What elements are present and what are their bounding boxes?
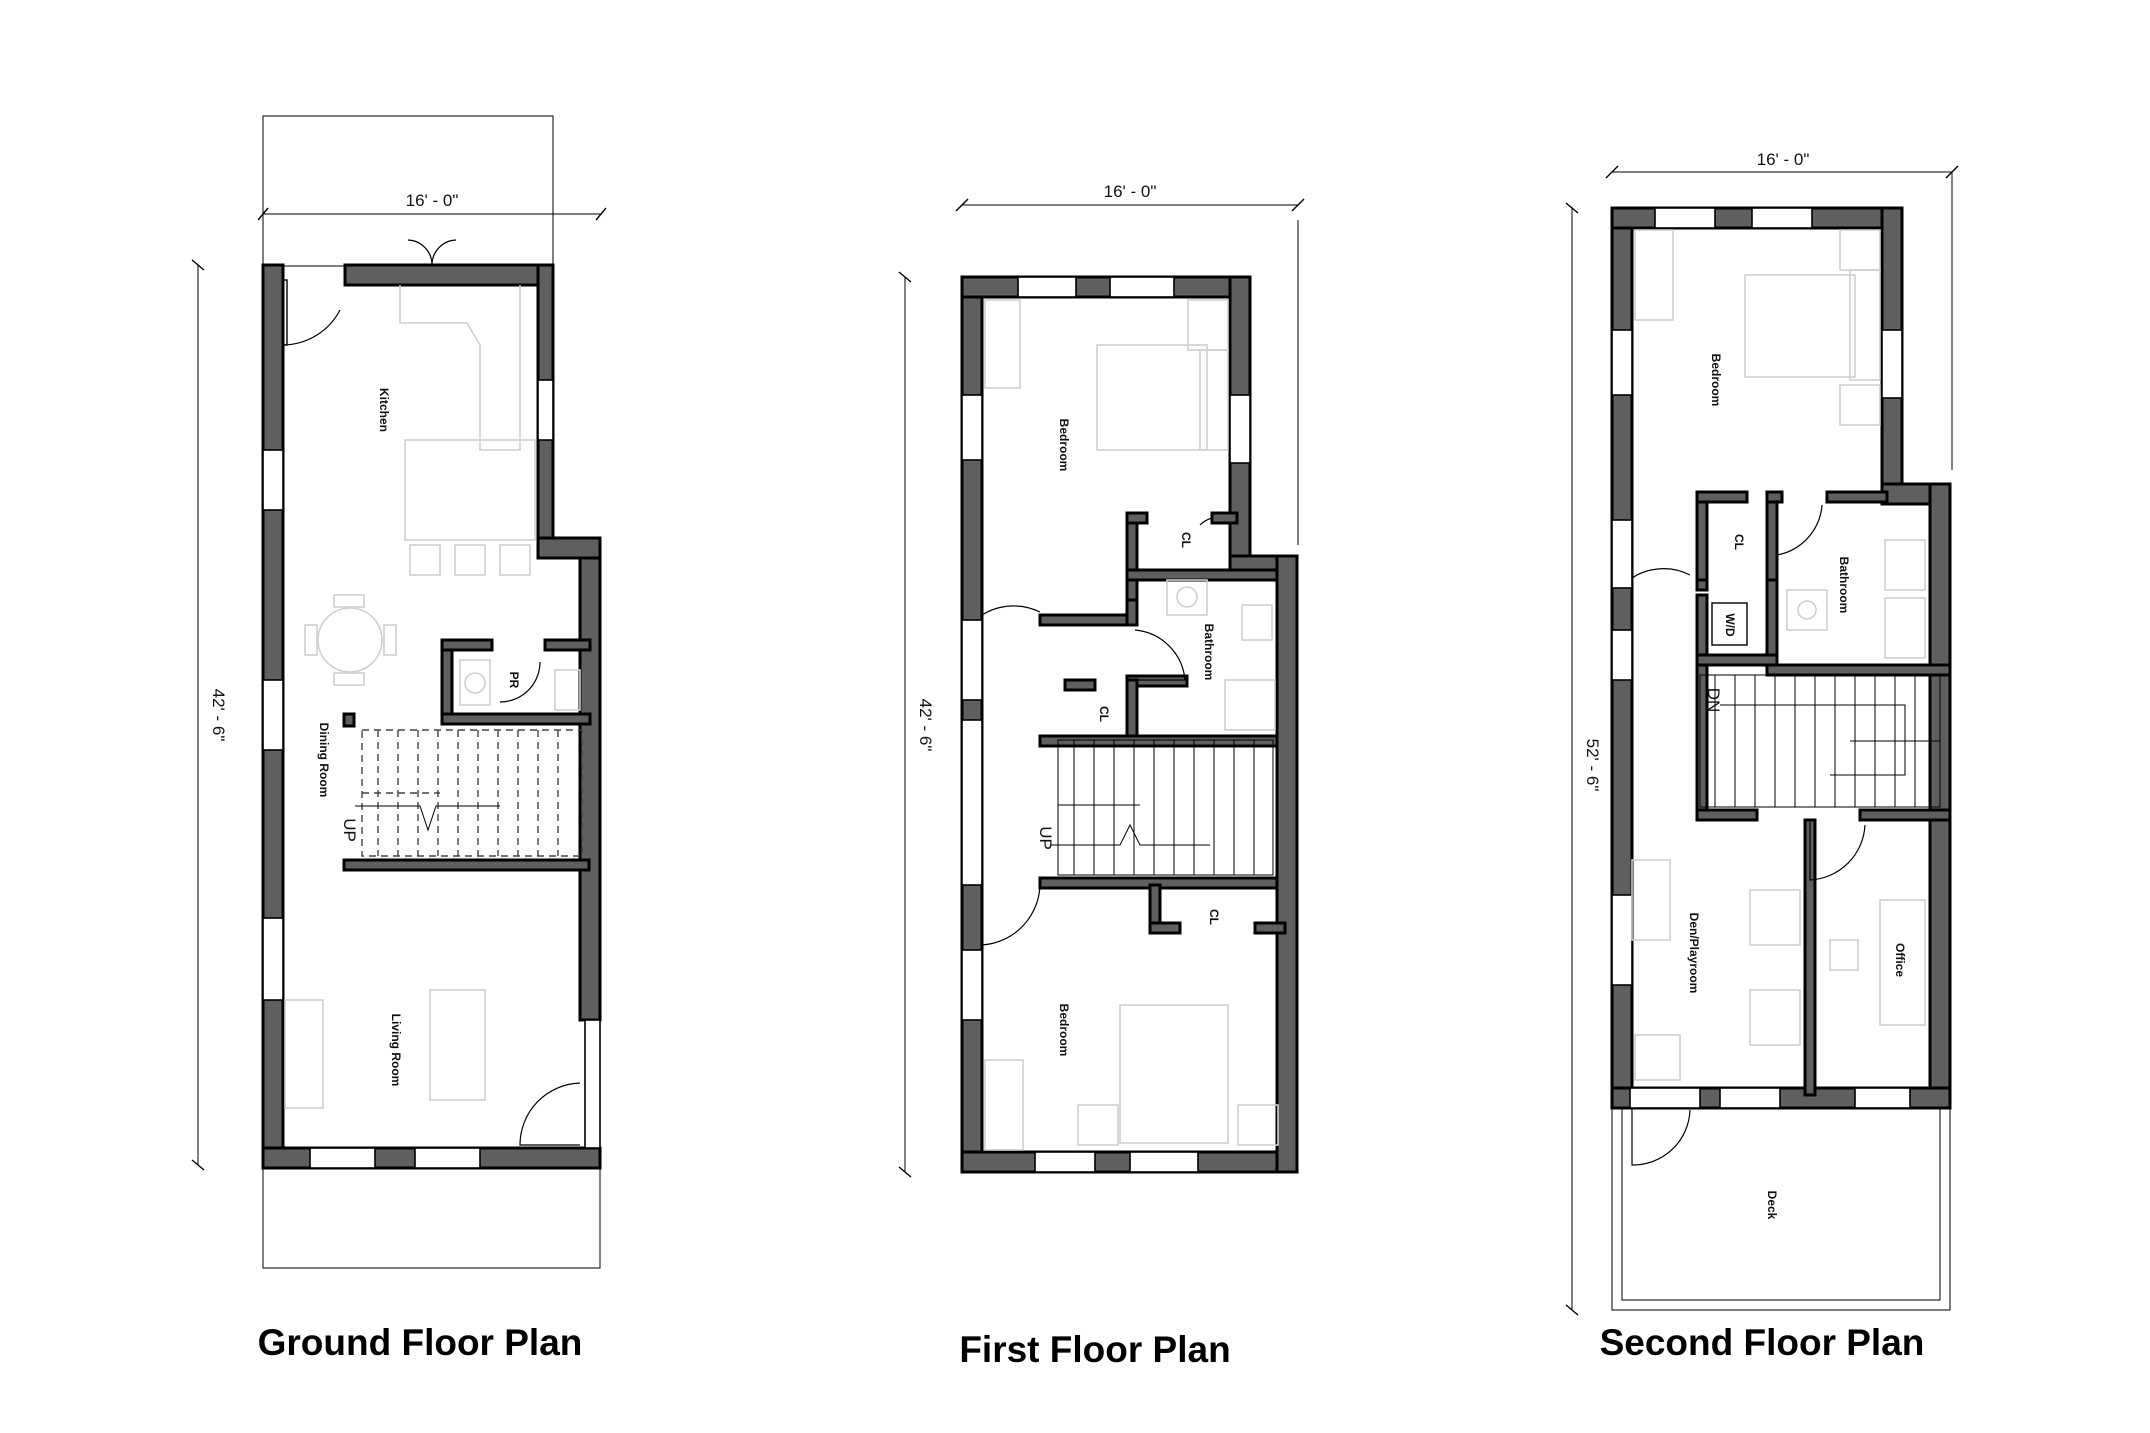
second-furniture <box>1631 229 1926 1081</box>
ground-dining-room-label: Dining Room <box>317 723 331 798</box>
first-cl-bottom-label: CL <box>1207 909 1221 925</box>
ground-front-porch-outline <box>262 1159 601 1269</box>
ground-furniture <box>284 285 581 1109</box>
ground-width-dimension: 16' - 0" <box>406 191 459 210</box>
second-interior-walls <box>1695 490 1952 1097</box>
first-bedroom-top-label: Bedroom <box>1057 419 1071 472</box>
first-stair-up-label: UP <box>1036 826 1055 850</box>
ground-interior-walls <box>342 638 592 872</box>
ground-height-dimension: 42' - 6" <box>209 689 228 742</box>
second-windows <box>1611 207 1911 1109</box>
second-bathroom-label: Bathroom <box>1837 557 1851 614</box>
first-bedroom-bottom-label: Bedroom <box>1057 1004 1071 1057</box>
second-wd-label: W/D <box>1723 613 1737 637</box>
second-height-dimension: 52' - 6" <box>1583 739 1602 792</box>
ground-floor-title: Ground Floor Plan <box>258 1322 583 1363</box>
first-width-dimension: 16' - 0" <box>1104 182 1157 201</box>
first-dimensions: 16' - 0" 42' - 6" <box>898 182 1305 1178</box>
second-floor-plan: 16' - 0" 52' - 6" Bedroom CL Bathroom W/… <box>1565 150 1959 1363</box>
ground-dimensions: 16' - 0" 42' - 6" <box>191 191 607 1171</box>
ground-kitchen-label: Kitchen <box>377 388 391 432</box>
first-bathroom-label: Bathroom <box>1202 624 1216 681</box>
ground-floor-plan: 16' - 0" 42' - 6" Kitchen PR Dining Room… <box>191 115 607 1363</box>
second-width-dimension: 16' - 0" <box>1757 150 1810 169</box>
first-height-dimension: 42' - 6" <box>916 699 935 752</box>
first-floor-plan: 16' - 0" 42' - 6" Bedroom CL Bathroom CL… <box>898 182 1305 1370</box>
second-deck-label: Deck <box>1765 1191 1779 1220</box>
second-doors <box>1631 500 1866 1166</box>
first-stairs <box>1050 739 1274 876</box>
second-den-playroom-label: Den/Playroom <box>1687 913 1701 994</box>
second-deck-outline <box>1611 1094 1951 1311</box>
ground-windows <box>262 379 601 1169</box>
first-interior-walls <box>1038 511 1287 935</box>
second-cl-label: CL <box>1732 534 1746 550</box>
second-dimensions: 16' - 0" 52' - 6" <box>1565 150 1959 1316</box>
ground-living-room-label: Living Room <box>389 1014 403 1087</box>
second-wd-box <box>1711 602 1748 646</box>
ground-stair-up-label: UP <box>340 818 359 842</box>
second-office-label: Office <box>1893 943 1907 977</box>
second-stair-dn-label: DN <box>1704 688 1723 713</box>
first-cl-mid-label: CL <box>1097 706 1111 722</box>
second-stairs <box>1699 674 1941 808</box>
second-floor-title: Second Floor Plan <box>1600 1322 1925 1363</box>
ground-doors <box>282 239 581 1146</box>
first-doors <box>981 517 1213 946</box>
first-floor-title: First Floor Plan <box>959 1329 1230 1370</box>
second-bedroom-label: Bedroom <box>1709 354 1723 407</box>
first-cl-top-label: CL <box>1179 532 1193 548</box>
ground-stairs <box>355 729 583 857</box>
first-furniture <box>984 299 1279 1151</box>
ground-pr-label: PR <box>507 672 521 689</box>
first-windows <box>961 276 1251 1173</box>
